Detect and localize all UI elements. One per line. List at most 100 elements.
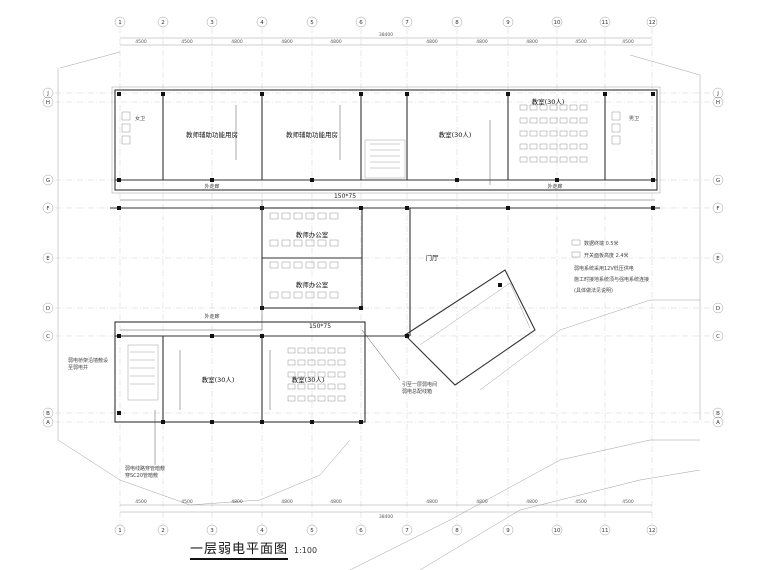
room-label: 外走廊 <box>547 183 562 190</box>
axis-label-right: J <box>716 91 719 97</box>
axis-label-top: 2 <box>161 20 165 26</box>
drawing-title: 一层弱电平面图 <box>190 538 289 560</box>
dim-label: 4800 <box>281 499 293 505</box>
drawing-scale: 1:100 <box>294 546 318 555</box>
room-label: 教室(30人) <box>439 130 472 139</box>
axis-label-right: G <box>716 178 720 184</box>
legend-item: 开关面板高度 2.4米 <box>584 252 629 259</box>
axis-label-top: 12 <box>649 20 656 26</box>
dim-total-bottom: 38400 <box>379 514 393 520</box>
room-labels: 教师辅助功能用房 教师辅助功能用房 教室(30人) 教室(30人) 教师办公室 … <box>135 97 639 384</box>
axis-markers-side: J H G F E D C B A J H G F E D C B A <box>42 87 724 428</box>
note-text: 弱电桥架沿墙敷设 <box>68 357 108 364</box>
room-label: 教师办公室 <box>296 280 329 289</box>
axis-label-left: J <box>46 91 49 97</box>
axis-label-right: H <box>716 100 720 106</box>
axis-label-top: 3 <box>210 20 214 26</box>
dim-label: 4800 <box>426 499 438 505</box>
dim-label: 4500 <box>575 499 587 505</box>
dim-label: 4800 <box>476 499 488 505</box>
dim-label: 4800 <box>281 39 293 45</box>
axis-label-bottom: 3 <box>210 528 214 534</box>
axis-label-bottom: 2 <box>161 528 165 534</box>
dim-label: 4500 <box>181 499 193 505</box>
room-label: 外走廊 <box>204 183 219 190</box>
axis-label-right: E <box>716 256 720 262</box>
room-label: 女卫 <box>135 115 145 122</box>
room-label: 教室(30人) <box>292 375 325 384</box>
axis-label-left: H <box>46 100 50 106</box>
axis-label-bottom: 5 <box>310 528 314 534</box>
axis-label-left: F <box>46 206 49 212</box>
note-text: 引至一层弱电间 <box>402 381 437 388</box>
axis-label-bottom: 6 <box>359 528 363 534</box>
note-text: 弱电线路穿管暗敷 <box>125 465 165 472</box>
axis-label-left: B <box>46 411 50 417</box>
dimension-lines: 38400 38400 4500 4500 4800 4800 4800 480… <box>120 32 652 520</box>
axis-label-left: D <box>46 306 50 312</box>
dim-label: 4800 <box>526 499 538 505</box>
axis-label-right: C <box>716 334 720 340</box>
axis-label-right: A <box>716 420 720 426</box>
axis-label-bottom: 1 <box>118 528 122 534</box>
axis-label-right: F <box>716 206 719 212</box>
tray-labels: 150*75 150*75 <box>309 193 356 330</box>
dim-total-top: 38400 <box>379 32 393 38</box>
dim-label: 4800 <box>426 39 438 45</box>
axis-label-left: A <box>46 420 50 426</box>
axis-label-bottom: 10 <box>554 528 561 534</box>
legend-item: 数据终端 0.5米 <box>584 240 619 247</box>
axis-label-top: 10 <box>554 20 561 26</box>
room-label: 教师辅助功能用房 <box>186 130 238 139</box>
note-text: 穿SC20管暗敷 <box>125 472 158 479</box>
dim-label: 4500 <box>622 499 634 505</box>
room-label: 教室(30人) <box>202 375 235 384</box>
axis-label-bottom: 12 <box>649 528 656 534</box>
axis-label-top: 1 <box>118 20 122 26</box>
room-label: 男卫 <box>629 116 639 122</box>
note-text: 弱电总配线箱 <box>402 388 432 395</box>
axis-label-left: E <box>46 256 50 262</box>
axis-label-top: 8 <box>455 20 459 26</box>
room-label: 教室(30人) <box>532 97 565 106</box>
axis-markers-top: 1 2 3 4 5 6 7 8 9 10 11 12 <box>114 16 658 28</box>
tray-label: 150*75 <box>309 323 331 330</box>
axis-label-bottom: 7 <box>405 528 409 534</box>
dim-label: 4800 <box>476 39 488 45</box>
dim-label: 4800 <box>330 499 342 505</box>
axis-label-bottom: 11 <box>602 528 609 534</box>
room-label: 教师办公室 <box>296 230 329 239</box>
legend: 数据终端 0.5米 开关面板高度 2.4米 弱电系统采用12V低压供电 施工时接… <box>571 239 649 294</box>
room-label: 外走廊 <box>204 313 219 320</box>
axis-label-bottom: 9 <box>506 528 510 534</box>
cable-runs <box>120 105 655 465</box>
legend-item: 施工时接地系统须与强电系统连接 <box>574 276 649 283</box>
dim-label: 4500 <box>575 39 587 45</box>
axis-markers-bottom: 1 2 3 4 5 6 7 8 9 10 11 12 <box>114 524 658 536</box>
axis-label-top: 11 <box>602 20 609 26</box>
legend-item: (具体做法见说明) <box>574 287 613 294</box>
dim-label: 4500 <box>622 39 634 45</box>
axis-label-bottom: 4 <box>260 528 264 534</box>
site-boundary <box>57 51 701 570</box>
axis-label-top: 6 <box>359 20 363 26</box>
dim-label: 4800 <box>526 39 538 45</box>
dim-label: 4500 <box>135 499 147 505</box>
dim-label: 4800 <box>231 39 243 45</box>
axis-label-bottom: 8 <box>455 528 459 534</box>
dim-label: 4500 <box>181 39 193 45</box>
tray-label: 150*75 <box>334 193 356 200</box>
legend-item: 弱电系统采用12V低压供电 <box>574 265 634 272</box>
dim-label: 4800 <box>231 499 243 505</box>
title-block: 一层弱电平面图 1:100 <box>190 538 317 560</box>
axis-label-top: 4 <box>260 20 264 26</box>
dim-label: 4500 <box>135 39 147 45</box>
room-label: 门厅 <box>426 253 440 262</box>
axis-label-top: 9 <box>506 20 510 26</box>
axis-label-left: G <box>46 178 50 184</box>
axis-label-right: B <box>716 411 720 417</box>
annotation-notes: 弱电桥架沿墙敷设 至弱电井 弱电线路穿管暗敷 穿SC20管暗敷 引至一层弱电间 … <box>68 357 437 479</box>
note-text: 至弱电井 <box>68 364 88 371</box>
dim-label: 4800 <box>330 39 342 45</box>
